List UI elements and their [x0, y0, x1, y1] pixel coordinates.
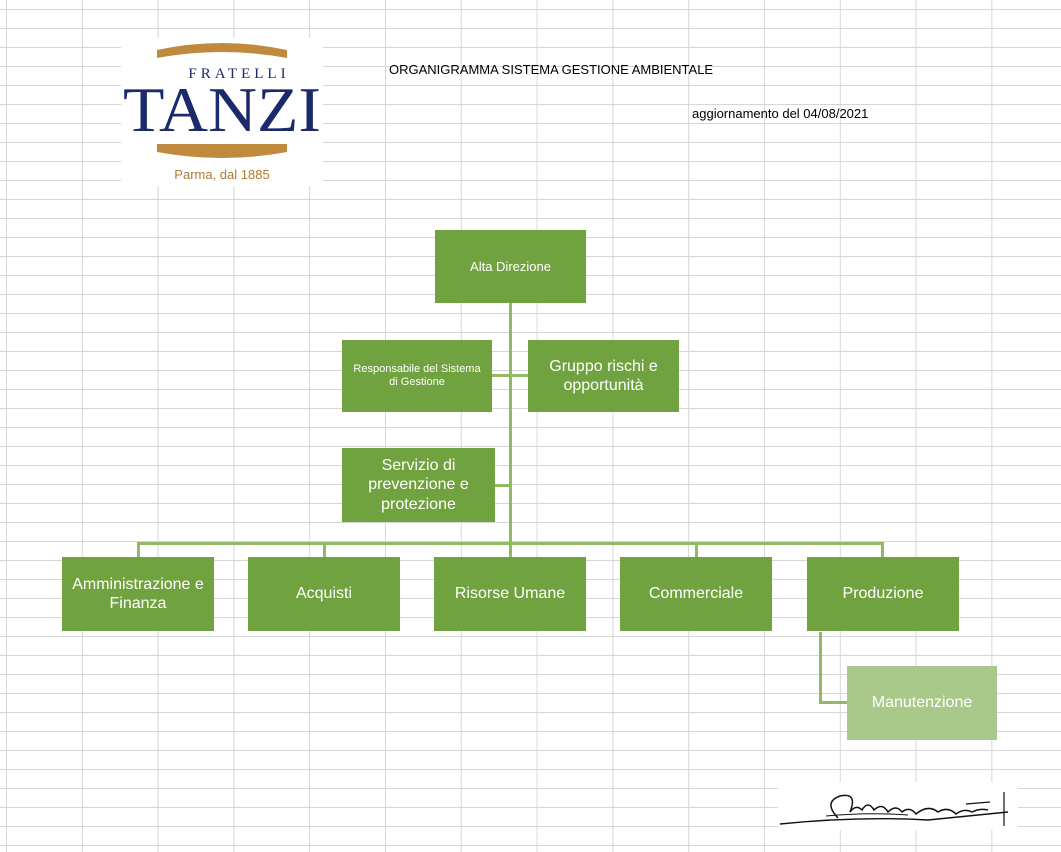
- node-dept-produzione-label: Produzione: [842, 585, 924, 603]
- node-gruppo-rischi-label: Gruppo rischi e opportunità: [549, 357, 658, 394]
- node-dept-risorse-umane-label: Risorse Umane: [454, 585, 566, 603]
- node-dept-acquisti-label: Acquisti: [295, 585, 353, 603]
- logo-top-word: FRATELLI: [188, 66, 289, 82]
- update-date: aggiornamento del 04/08/2021: [692, 106, 869, 121]
- connector-dept-4: [695, 542, 698, 557]
- connector-staff-horizontal: [492, 374, 528, 377]
- connector-dept-1: [137, 542, 140, 557]
- node-responsabile-sg: Responsabile del Sistema di Gestione: [342, 340, 492, 412]
- connector-safety-horizontal: [495, 484, 511, 487]
- connector-dept-5: [881, 542, 884, 557]
- node-gruppo-rischi: Gruppo rischi e opportunità: [528, 340, 679, 412]
- signature: [778, 782, 1018, 830]
- connector-production-vertical: [819, 632, 822, 704]
- node-dept-risorse-umane: Risorse Umane: [434, 557, 586, 631]
- connector-production-horizontal: [819, 701, 847, 704]
- node-dept-commerciale: Commerciale: [620, 557, 772, 631]
- node-dept-acquisti: Acquisti: [248, 557, 400, 631]
- connector-main-vertical: [509, 303, 512, 548]
- node-dept-produzione: Produzione: [807, 557, 959, 631]
- node-dept-amministrazione-label: Amministrazione e Finanza: [72, 575, 204, 612]
- node-dept-commerciale-label: Commerciale: [648, 585, 744, 603]
- node-dept-amministrazione: Amministrazione e Finanza: [62, 557, 214, 631]
- company-logo: FRATELLI TANZI Parma, dal 1885: [121, 38, 323, 186]
- logo-tagline: Parma, dal 1885: [174, 167, 269, 182]
- page-title: ORGANIGRAMMA SISTEMA GESTIONE AMBIENTALE: [389, 62, 714, 77]
- node-manutenzione-label: Manutenzione: [871, 694, 973, 712]
- node-servizio-prevenzione-label: Servizio di prevenzione e protezione: [368, 457, 469, 513]
- connector-dept-2: [323, 542, 326, 557]
- node-responsabile-sg-label: Responsabile del Sistema di Gestione: [353, 362, 481, 388]
- node-servizio-prevenzione: Servizio di prevenzione e protezione: [342, 448, 495, 522]
- node-manutenzione: Manutenzione: [847, 666, 997, 740]
- logo-brand: TANZI: [123, 74, 321, 145]
- node-alta-direzione: Alta Direzione: [435, 230, 586, 303]
- connector-dept-3: [509, 542, 512, 557]
- node-alta-direzione-label: Alta Direzione: [470, 258, 551, 274]
